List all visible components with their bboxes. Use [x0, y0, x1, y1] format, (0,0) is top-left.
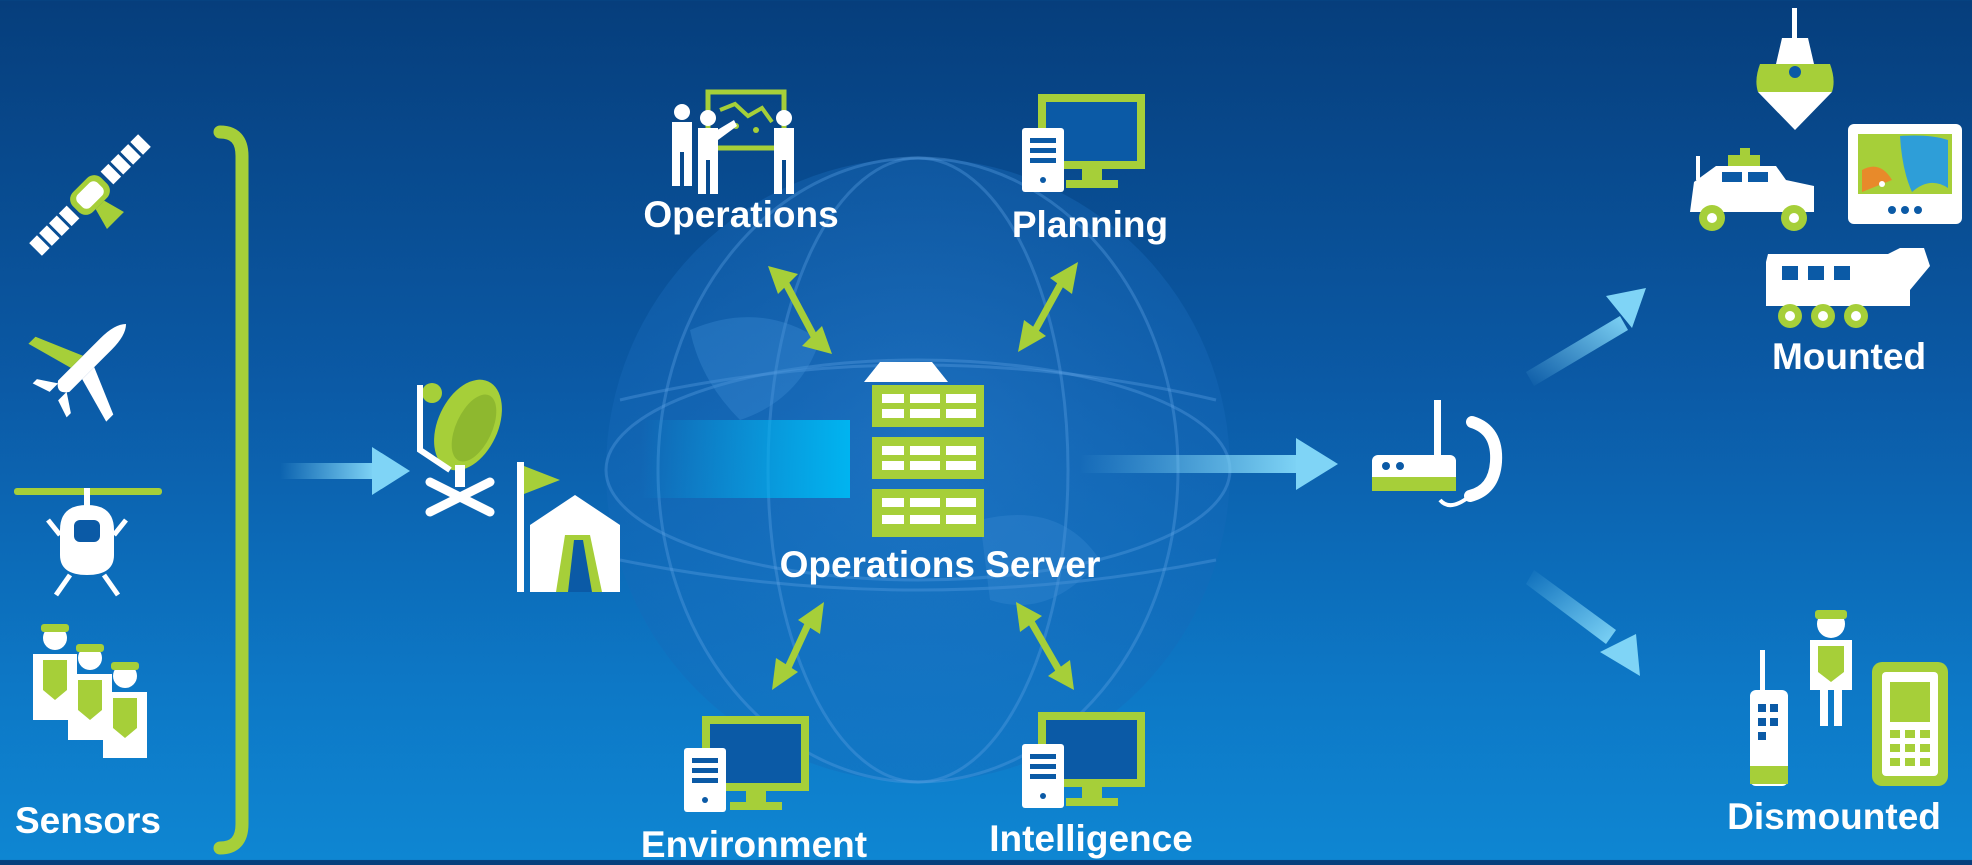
operations-link-arrow — [768, 266, 832, 354]
handheld-radio-icon — [1750, 650, 1788, 786]
environment-link-arrow — [772, 602, 824, 690]
sensors-label: Sensors — [14, 800, 162, 841]
sensors-to-ground-arrow — [280, 447, 410, 495]
mounted-label: Mounted — [1771, 336, 1927, 377]
radio-router-icon — [1372, 400, 1503, 508]
planning-link-arrow — [1018, 262, 1078, 352]
planning-workstation-icon — [1022, 94, 1145, 192]
planning-label: Planning — [1011, 204, 1169, 245]
dismounted-soldier-icon — [1810, 610, 1852, 726]
intelligence-workstation-icon — [1022, 712, 1145, 808]
ship-icon — [1756, 8, 1834, 130]
dismounted-label: Dismounted — [1727, 796, 1941, 837]
tent-flag-icon — [517, 462, 620, 592]
rugged-handheld-icon — [1872, 662, 1948, 786]
intelligence-label: Intelligence — [989, 818, 1193, 859]
server-to-radio-arrow — [1080, 438, 1338, 490]
data-feed-bar — [640, 420, 850, 498]
helicopter-icon — [14, 488, 162, 597]
soldiers-group-icon — [33, 624, 147, 758]
satellite-dish-icon — [417, 379, 502, 517]
intelligence-link-arrow — [1016, 602, 1074, 690]
armored-vehicle-icon — [1766, 248, 1930, 328]
operations-server-icon — [864, 362, 984, 537]
radio-to-dismounted-arrow — [1526, 570, 1640, 676]
satellite-icon — [29, 134, 151, 256]
radio-to-mounted-arrow — [1526, 288, 1646, 386]
sensors-bracket — [213, 125, 249, 855]
humvee-icon — [1690, 148, 1814, 231]
operations-server-label: Operations Server — [779, 544, 1101, 585]
environment-workstation-icon — [684, 716, 809, 812]
map-display-icon — [1848, 124, 1962, 224]
aircraft-icon — [28, 323, 127, 422]
environment-label: Environment — [640, 824, 868, 865]
operations-label: Operations — [643, 194, 839, 235]
operations-briefing-icon — [672, 89, 794, 194]
